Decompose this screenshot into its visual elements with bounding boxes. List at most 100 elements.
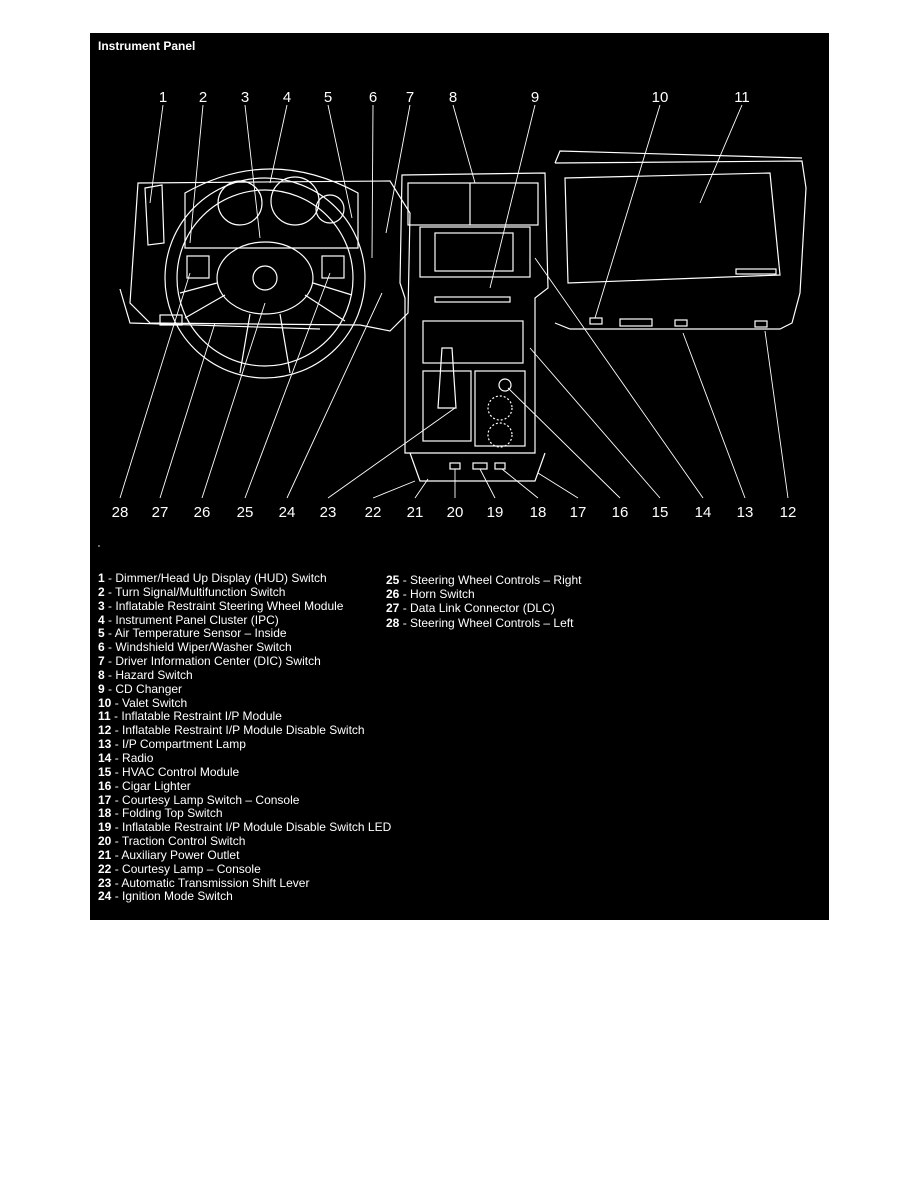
center-vents <box>407 182 539 226</box>
callout-28: 28 <box>112 504 129 521</box>
callout-27: 27 <box>152 504 169 521</box>
ip-lamp <box>674 319 688 327</box>
lower-dash-line <box>119 288 321 330</box>
legend-item: 15 - HVAC Control Module <box>98 764 240 779</box>
separator-dot <box>98 545 100 547</box>
callout-5: 5 <box>324 89 332 106</box>
callout-12: 12 <box>780 504 797 521</box>
legend-item: 21 - Auxiliary Power Outlet <box>98 847 240 862</box>
gauge-left <box>217 180 263 226</box>
cigar-lighter <box>498 378 512 392</box>
callout-25: 25 <box>237 504 254 521</box>
cluster-hood <box>184 168 359 249</box>
leader-lines <box>119 104 789 499</box>
glovebox <box>564 172 781 284</box>
callout-7: 7 <box>406 89 414 106</box>
wheel-controls-right <box>321 255 345 279</box>
center-stack <box>399 172 549 454</box>
legend-item: 7 - Driver Information Center (DIC) Swit… <box>98 654 321 669</box>
legend-item: 14 - Radio <box>98 750 154 765</box>
valet-switch <box>589 317 603 325</box>
diagram-panel: 1 2 3 4 5 6 7 8 9 10 11 12 13 14 15 16 1… <box>90 33 829 920</box>
wheel-controls-left <box>186 255 210 279</box>
disable-switch-2 <box>754 320 768 328</box>
legend-item: 16 - Cigar Lighter <box>98 778 191 793</box>
cupholder-1 <box>487 395 513 421</box>
shift-lever <box>437 347 457 409</box>
callout-23: 23 <box>320 504 337 521</box>
callout-6: 6 <box>369 89 377 106</box>
legend-item: 2 - Turn Signal/Multifunction Switch <box>98 584 286 599</box>
console-switch-19 <box>472 462 488 470</box>
hvac-panel <box>422 320 524 364</box>
legend-item: 17 - Courtesy Lamp Switch – Console <box>98 792 300 807</box>
callout-8: 8 <box>449 89 457 106</box>
steering-wheel-inner <box>176 189 354 367</box>
steering-wheel-outer <box>164 177 366 379</box>
callout-9: 9 <box>531 89 539 106</box>
legend-left: 1 - Dimmer/Head Up Display (HUD) Switch … <box>98 571 392 904</box>
callout-26: 26 <box>194 504 211 521</box>
steering-spoke-right <box>304 282 353 322</box>
callout-4: 4 <box>283 89 291 106</box>
callout-20: 20 <box>447 504 464 521</box>
gauge-small <box>315 194 345 224</box>
dash-upper-line <box>554 150 803 164</box>
instrument-panel-drawing: 1 2 3 4 5 6 7 8 9 10 11 12 13 14 15 16 1… <box>112 89 807 521</box>
radio <box>419 226 531 278</box>
legend-item: 27 - Data Link Connector (DLC) <box>386 601 555 616</box>
legend-item: 22 - Courtesy Lamp – Console <box>98 861 261 876</box>
legend-item: 10 - Valet Switch <box>98 695 188 710</box>
legend-item: 23 - Automatic Transmission Shift Lever <box>98 875 310 890</box>
callout-13: 13 <box>737 504 754 521</box>
callout-24: 24 <box>279 504 296 521</box>
callout-1: 1 <box>159 89 167 106</box>
shifter-gate <box>422 370 472 442</box>
panel-title: Instrument Panel <box>98 39 196 53</box>
legend-item: 20 - Traction Control Switch <box>98 834 246 849</box>
callout-21: 21 <box>407 504 424 521</box>
steering-spoke-lower <box>239 313 291 374</box>
disable-switch <box>619 318 653 327</box>
legend-item: 5 - Air Temperature Sensor – Inside <box>98 626 287 641</box>
legend-item: 19 - Inflatable Restraint I/P Module Dis… <box>98 820 392 835</box>
callout-2: 2 <box>199 89 207 106</box>
cupholder-area <box>474 370 526 447</box>
callout-18: 18 <box>530 504 547 521</box>
legend-item: 26 - Horn Switch <box>386 587 475 602</box>
steering-emblem <box>252 265 278 291</box>
console-switch-20 <box>449 462 461 470</box>
console-switch-18 <box>494 462 506 470</box>
left-vent <box>144 184 165 246</box>
callout-14: 14 <box>695 504 712 521</box>
cupholder-2 <box>487 422 513 448</box>
radio-screen <box>434 232 514 272</box>
callout-22: 22 <box>365 504 382 521</box>
callout-11: 11 <box>734 89 750 106</box>
dash-outline <box>129 180 411 332</box>
gauge-right <box>270 176 320 226</box>
callout-19: 19 <box>487 504 504 521</box>
dlc-box <box>159 314 183 326</box>
legend-item: 6 - Windshield Wiper/Washer Switch <box>98 640 292 655</box>
legend-item: 9 - CD Changer <box>98 681 183 696</box>
cd-slot <box>434 296 511 303</box>
legend-item: 12 - Inflatable Restraint I/P Module Dis… <box>98 723 365 738</box>
steering-hub <box>216 241 314 315</box>
legend-item: 3 - Inflatable Restraint Steering Wheel … <box>98 598 344 613</box>
legend-item: 25 - Steering Wheel Controls – Right <box>386 573 582 587</box>
callout-10: 10 <box>652 89 669 106</box>
callout-16: 16 <box>612 504 629 521</box>
legend-item: 13 - I/P Compartment Lamp <box>98 737 246 752</box>
glovebox-slot <box>735 268 777 275</box>
legend-item: 28 - Steering Wheel Controls – Left <box>386 615 574 630</box>
legend-right: 25 - Steering Wheel Controls – Right 26 … <box>386 573 581 630</box>
steering-spoke-left <box>179 282 226 319</box>
legend-item: 1 - Dimmer/Head Up Display (HUD) Switch <box>98 571 327 585</box>
dash-right-outline <box>554 160 807 330</box>
callout-3: 3 <box>241 89 249 106</box>
legend-item: 4 - Instrument Panel Cluster (IPC) <box>98 612 279 627</box>
legend-item: 24 - Ignition Mode Switch <box>98 889 233 904</box>
legend-item: 11 - Inflatable Restraint I/P Module <box>98 709 282 724</box>
callout-17: 17 <box>570 504 587 521</box>
